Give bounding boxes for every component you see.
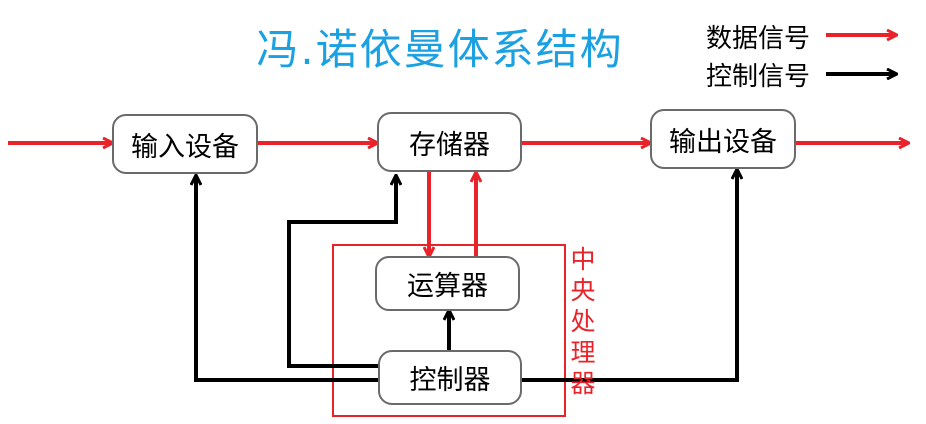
control-arrow-to-input — [196, 176, 378, 382]
control-arrow-to-output — [522, 170, 737, 382]
input-device-node: 输入设备 — [112, 114, 258, 174]
cpu-label-char: 处 — [570, 307, 596, 336]
output-device-node: 输出设备 — [650, 109, 796, 169]
cpu-label-char: 理 — [570, 338, 596, 367]
cpu-label: 中 央 处 理 器 — [566, 244, 600, 399]
control-arrow-to-memory — [287, 176, 396, 368]
legend-control-label: 控制信号 — [706, 62, 811, 92]
control-unit-node: 控制器 — [378, 350, 522, 405]
cpu-label-char: 中 — [570, 245, 596, 274]
memory-node: 存储器 — [377, 112, 522, 172]
diagram-title: 冯.诺依曼体系结构 — [256, 25, 624, 74]
cpu-label-char: 央 — [570, 276, 596, 305]
legend-data-label: 数据信号 — [706, 24, 811, 54]
cpu-label-char: 器 — [570, 369, 596, 398]
alu-node: 运算器 — [375, 256, 520, 311]
cpu-frame — [332, 244, 566, 417]
